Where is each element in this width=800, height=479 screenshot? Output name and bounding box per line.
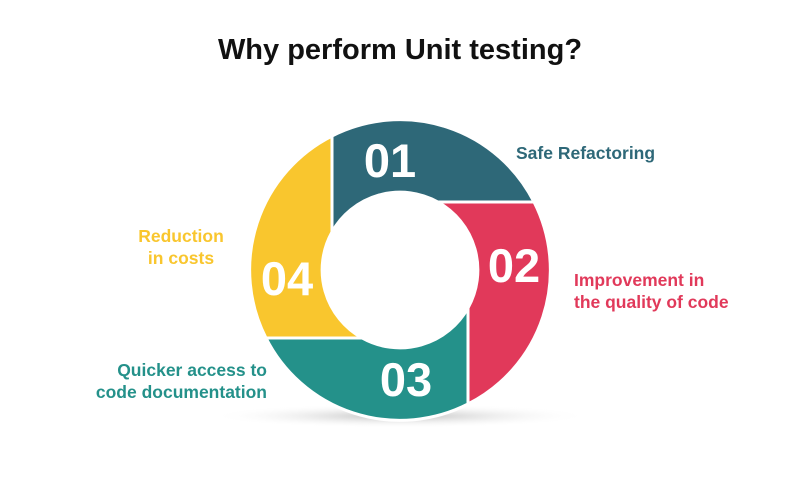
label-safe-refactoring: Safe Refactoring <box>516 142 655 164</box>
label-line: Safe Refactoring <box>516 143 656 163</box>
label-line: Improvement in <box>574 270 705 290</box>
label-quicker-access: Quicker access to code documentation <box>96 359 267 403</box>
label-line: the quality of code <box>574 292 729 312</box>
step-number-04: 04 <box>261 252 313 305</box>
step-number-02: 02 <box>488 239 540 292</box>
label-line: Reduction <box>138 226 224 246</box>
label-improvement-quality: Improvement in the quality of code <box>574 269 729 313</box>
diagram-title: Why perform Unit testing? <box>217 34 583 66</box>
label-reduction-costs: Reduction in costs <box>121 225 241 269</box>
step-number-03: 03 <box>380 353 432 406</box>
step-number-01: 01 <box>364 134 416 187</box>
label-line: Quicker access to <box>117 360 267 380</box>
label-line: code documentation <box>95 382 267 402</box>
label-line: in costs <box>147 248 215 268</box>
